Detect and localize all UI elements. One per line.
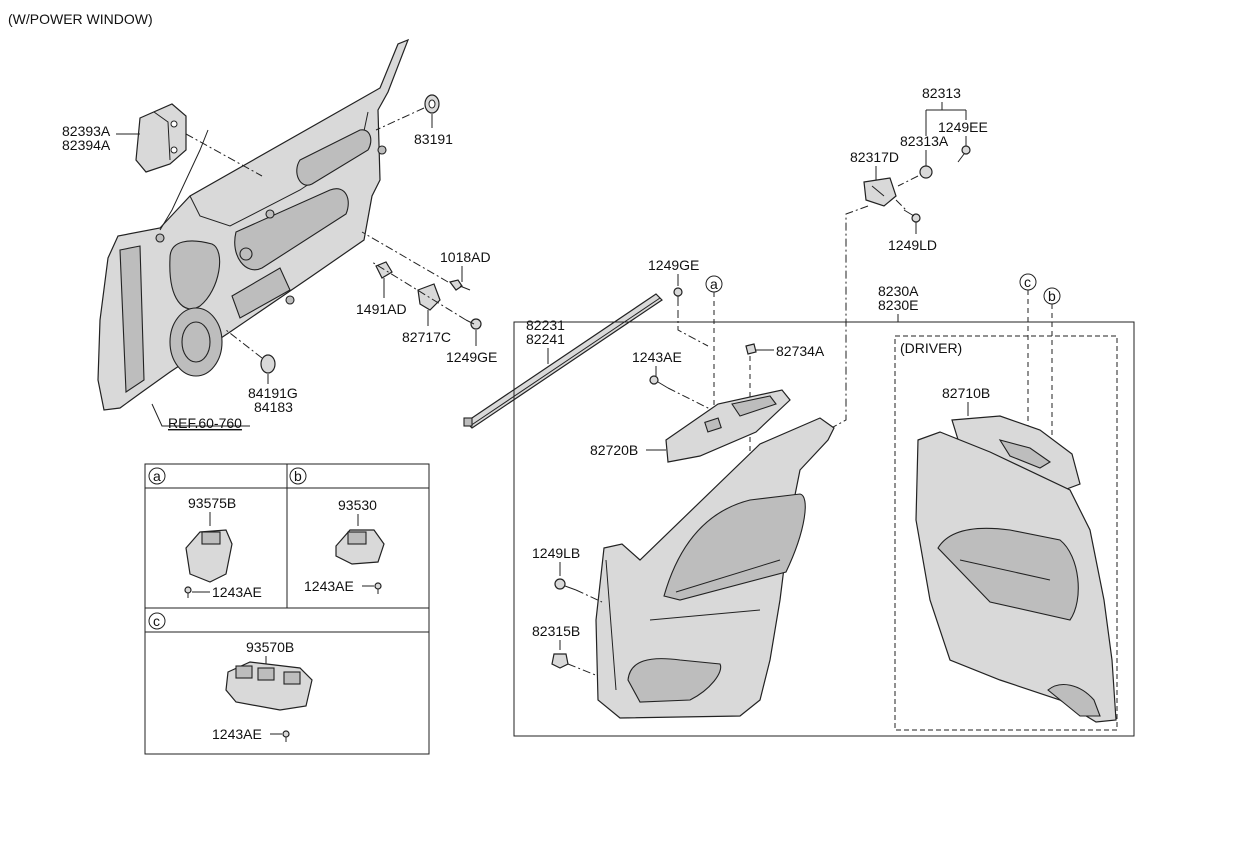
diagram-title: (W/POWER WINDOW) bbox=[8, 11, 153, 27]
bolt-1018AD bbox=[448, 279, 471, 291]
label-1249GE-b: 1249GE bbox=[648, 257, 699, 273]
callout-a-text: a bbox=[710, 276, 718, 292]
label-82394A: 82394A bbox=[62, 137, 111, 153]
label-1243AE-b: 1243AE bbox=[304, 578, 354, 594]
label-82317D: 82317D bbox=[850, 149, 899, 165]
label-82734A: 82734A bbox=[776, 343, 825, 359]
screw-1249GE-a bbox=[465, 318, 482, 330]
callout-b-text: b bbox=[1048, 288, 1056, 304]
trim-panel-box bbox=[513, 321, 1135, 737]
label-82710B: 82710B bbox=[942, 385, 990, 401]
label-82231: 82231 bbox=[526, 317, 565, 333]
screw-1249EE bbox=[957, 145, 971, 163]
label-82313: 82313 bbox=[922, 85, 961, 101]
label-93575B: 93575B bbox=[188, 495, 236, 511]
label-82717C: 82717C bbox=[402, 329, 451, 345]
screw-1243AE bbox=[649, 375, 669, 389]
label-93570B: 93570B bbox=[246, 639, 294, 655]
driver-door-trim-panel bbox=[915, 431, 1117, 723]
label-8230E: 8230E bbox=[878, 297, 918, 313]
label-93530: 93530 bbox=[338, 497, 377, 513]
nut-82313A bbox=[919, 165, 933, 179]
table-tag-b bbox=[289, 467, 307, 485]
switch-93530 bbox=[335, 529, 385, 565]
label-82720B: 82720B bbox=[590, 442, 638, 458]
label-84183: 84183 bbox=[254, 399, 293, 415]
label-8230A: 8230A bbox=[878, 283, 919, 299]
door-trim-panel bbox=[595, 417, 835, 719]
table-tag-a-text: a bbox=[153, 468, 161, 484]
bracket-82393A bbox=[135, 103, 187, 173]
table-tag-b-text: b bbox=[294, 468, 302, 484]
label-1243AE-a: 1243AE bbox=[212, 584, 262, 600]
table-tag-c bbox=[148, 612, 166, 630]
screw-1249GE-b bbox=[673, 287, 683, 306]
label-82241: 82241 bbox=[526, 331, 565, 347]
switch-93575B bbox=[185, 529, 233, 583]
label-1249EE: 1249EE bbox=[938, 119, 988, 135]
clip-82734A bbox=[745, 343, 757, 355]
label-82393A: 82393A bbox=[62, 123, 111, 139]
screw-1243AE-a bbox=[184, 586, 192, 598]
door-frame-assembly bbox=[97, 38, 410, 411]
label-1018AD: 1018AD bbox=[440, 249, 491, 265]
bracket-82317D bbox=[863, 177, 897, 207]
label-1249GE-a: 1249GE bbox=[446, 349, 497, 365]
callout-c-text: c bbox=[1024, 274, 1031, 290]
screw-1249LD bbox=[903, 209, 921, 223]
table-tag-c-text: c bbox=[153, 613, 160, 629]
screw-1249LB bbox=[554, 578, 577, 591]
clip-82315B bbox=[551, 653, 569, 669]
clip-1491AD bbox=[375, 261, 393, 279]
switch-93570B bbox=[225, 661, 313, 711]
label-1249LD: 1249LD bbox=[888, 237, 937, 253]
switch-panel-82720B bbox=[665, 389, 791, 463]
label-1249LB: 1249LB bbox=[532, 545, 580, 561]
screw-1243AE-b bbox=[374, 582, 382, 594]
label-ref-60-760: REF.60-760 bbox=[168, 415, 242, 431]
grommet-83191 bbox=[424, 94, 440, 114]
label-82313A: 82313A bbox=[900, 133, 949, 149]
label-1491AD: 1491AD bbox=[356, 301, 407, 317]
label-1243AE-c: 1243AE bbox=[212, 726, 262, 742]
switch-table bbox=[144, 463, 430, 755]
label-driver: (DRIVER) bbox=[900, 340, 962, 356]
label-84191G: 84191G bbox=[248, 385, 298, 401]
label-82315B: 82315B bbox=[532, 623, 580, 639]
plug-84191G bbox=[260, 354, 276, 374]
label-1243AE: 1243AE bbox=[632, 349, 682, 365]
label-83191: 83191 bbox=[414, 131, 453, 147]
driver-box bbox=[894, 335, 1118, 731]
weatherstrip-82231 bbox=[463, 293, 663, 429]
table-tag-a bbox=[148, 467, 166, 485]
screw-1243AE-c bbox=[282, 730, 290, 742]
